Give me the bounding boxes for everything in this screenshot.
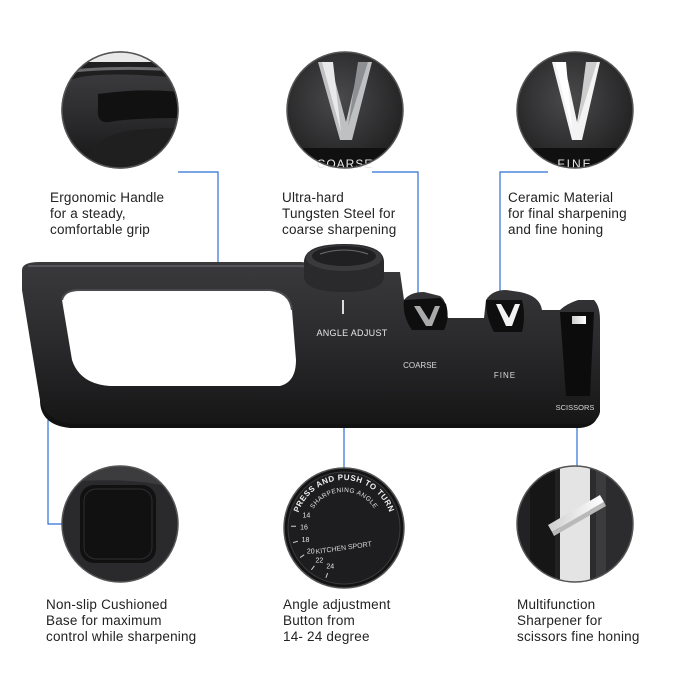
- dial-angle-value: 24: [326, 564, 334, 571]
- caption-handle: Ergonomic Handle for a steady, comfortab…: [50, 190, 164, 238]
- dial-angle-value: 16: [300, 525, 308, 532]
- detail-circle-scissors: [516, 465, 634, 583]
- caption-base: Non-slip Cushioned Base for maximum cont…: [46, 597, 196, 645]
- dial-angle-value: 14: [303, 512, 311, 519]
- fine-badge-label: FINE: [557, 157, 592, 171]
- non-slip-pad: [80, 485, 156, 563]
- device-scissors-label: SCISSORS: [556, 403, 595, 412]
- dial-tick: [294, 509, 300, 513]
- device-fine-label: FINE: [494, 371, 516, 380]
- connector-handle: [178, 171, 219, 272]
- handle-cutout: [62, 290, 296, 386]
- caption-coarse: Ultra-hard Tungsten Steel for coarse sha…: [282, 190, 396, 238]
- caption-fine: Ceramic Material for final sharpening an…: [508, 190, 627, 238]
- caption-handle-line: Ergonomic Handle: [50, 190, 165, 205]
- caption-angle-line: Angle adjustment: [283, 597, 391, 612]
- scissors-rod: [548, 495, 604, 532]
- detail-circle-angle-dial: PRESS AND PUSH TO TURN SHARPENING ANGLE …: [283, 467, 405, 589]
- connector-coarse: [372, 171, 419, 300]
- caption-angle-line: Button from: [283, 613, 355, 628]
- caption-handle-line: for a steady,: [50, 206, 126, 221]
- scissors-slot: [560, 312, 594, 396]
- sharpener-device: ANGLE ADJUST COARSE FINE SCISSORS: [22, 244, 600, 428]
- caption-coarse-line: Tungsten Steel for: [282, 206, 396, 221]
- caption-angle: Angle adjustment Button from 14- 24 degr…: [283, 597, 391, 645]
- caption-scissors-line: Sharpener for: [517, 613, 603, 628]
- caption-scissors-line: Multifunction: [517, 597, 596, 612]
- caption-scissors-line: scissors fine honing: [517, 629, 640, 644]
- device-angle-adjust-label: ANGLE ADJUST: [316, 328, 387, 338]
- device-coarse-label: COARSE: [403, 361, 437, 370]
- dial-tick: [310, 565, 315, 571]
- caption-base-line: Non-slip Cushioned: [46, 597, 168, 612]
- detail-circle-base: [61, 465, 179, 583]
- caption-base-line: Base for maximum: [46, 613, 162, 628]
- caption-base-line: control while sharpening: [46, 629, 197, 644]
- detail-circle-fine: FINE: [516, 51, 634, 171]
- dial-angle-value: 22: [316, 558, 324, 565]
- caption-fine-line: and fine honing: [508, 222, 604, 237]
- caption-scissors: Multifunction Sharpener for scissors fin…: [517, 597, 640, 645]
- detail-circle-coarse: COARSE: [286, 51, 404, 171]
- dial-tick: [292, 540, 299, 544]
- caption-fine-line: Ceramic Material: [508, 190, 614, 205]
- coarse-badge-label: COARSE: [317, 157, 374, 171]
- detail-circle-handle: [61, 51, 179, 169]
- angle-adjust-knob: [304, 244, 384, 292]
- caption-coarse-line: coarse sharpening: [282, 222, 397, 237]
- caption-fine-line: for final sharpening: [508, 206, 627, 221]
- caption-handle-line: comfortable grip: [50, 222, 150, 237]
- dial-tick: [325, 572, 329, 578]
- dial-angle-value: 20: [307, 548, 315, 555]
- caption-angle-line: 14- 24 degree: [283, 629, 370, 644]
- connector-fine: [499, 171, 548, 300]
- caption-coarse-line: Ultra-hard: [282, 190, 345, 205]
- dial-angle-value: 18: [302, 537, 310, 544]
- dial-tick: [299, 554, 305, 559]
- connector-base: [47, 420, 62, 525]
